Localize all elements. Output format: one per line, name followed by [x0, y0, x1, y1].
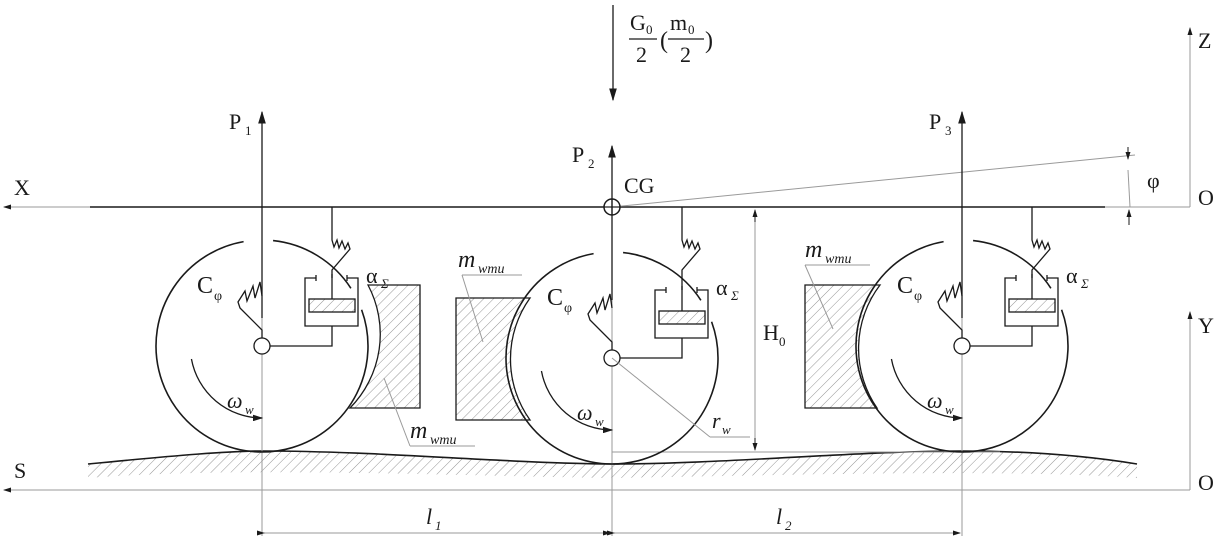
unsprung-mass-block-2	[455, 297, 532, 421]
paren-open: (	[660, 28, 668, 54]
suspension-spring-2	[681, 207, 701, 290]
force-sub-p1: 1	[245, 123, 252, 138]
load-m-denominator: 2	[680, 42, 691, 67]
wheel-3	[855, 240, 1069, 453]
wheel-rotation-arrow-2	[540, 370, 614, 434]
wheel-speed-sub-1: w	[245, 402, 254, 417]
wheel-speed-label-2: ω	[577, 400, 593, 425]
origin-bottom-label: O	[1198, 470, 1214, 495]
wheel-speed-sub-3: w	[945, 402, 954, 417]
force-label-p2: P	[572, 142, 584, 167]
damper-link-1	[270, 326, 333, 347]
load-g-symbol: G	[630, 10, 646, 35]
stiffness-sub-2: φ	[564, 301, 572, 316]
wheel-hub-3	[953, 337, 971, 355]
force-label-p3: P	[929, 109, 941, 134]
load-m-symbol: m	[670, 10, 687, 35]
l2-label: l	[776, 504, 782, 529]
mwmu-leader-2	[461, 274, 484, 343]
damping-sub-1: Σ	[380, 276, 389, 291]
wheel-1-top-arc	[272, 239, 352, 289]
pitch-dimension	[1127, 169, 1131, 208]
stiffness-sub-3: φ	[914, 289, 922, 304]
stiffness-sub-1: φ	[214, 289, 222, 304]
mwmu-sub-3: wmu	[825, 252, 851, 267]
wheel-2	[505, 252, 719, 465]
mwmu-label-2: m	[458, 247, 475, 273]
wheel-radius-sub: w	[722, 422, 731, 437]
wheel-speed-label-1: ω	[227, 388, 243, 413]
wheel-3-top-arc	[972, 239, 1052, 289]
wheel-2-top-arc	[622, 251, 702, 301]
force-label-p1: P	[229, 109, 241, 134]
force-sub-p2: 2	[588, 156, 595, 171]
mwmu-label-1: m	[410, 418, 427, 444]
unsprung-mass-block-1	[348, 284, 421, 409]
load-label: G 0 2 ( m 0 2 )	[629, 10, 713, 67]
suspension-spring-3	[1031, 207, 1051, 278]
wheel-hub-1	[253, 337, 271, 355]
stiffness-label-2: C	[547, 285, 563, 311]
damper-link-3	[970, 326, 1033, 347]
origin-top-label: O	[1198, 185, 1214, 210]
paren-close: )	[705, 28, 713, 54]
mwmu-leader-3	[804, 264, 834, 330]
damping-sub-2: Σ	[730, 288, 739, 303]
mwmu-sub-1: wmu	[430, 433, 456, 448]
h0-label: H	[763, 320, 779, 345]
torsion-spring-2	[587, 293, 613, 350]
wheel-speed-label-3: ω	[927, 388, 943, 413]
damping-sub-3: Σ	[1080, 276, 1089, 291]
suspension-spring-1	[331, 207, 351, 278]
load-m-sub: 0	[688, 22, 695, 37]
y-axis-label: Y	[1198, 313, 1214, 338]
force-sub-p3: 3	[945, 123, 952, 138]
stiffness-label-3: C	[897, 273, 913, 299]
pitch-angle-label: φ	[1147, 168, 1160, 193]
l2-sub: 2	[785, 518, 792, 533]
torsion-spring-3	[937, 281, 963, 338]
wheel-rotation-arrow-1	[190, 358, 264, 422]
mwmu-sub-2: wmu	[478, 262, 504, 277]
stiffness-label-1: C	[197, 273, 213, 299]
x-axis-label: X	[14, 175, 30, 200]
wheel-1	[155, 240, 369, 453]
cg-label: CG	[624, 173, 655, 198]
load-g-sub: 0	[646, 22, 653, 37]
l1-sub: 1	[435, 518, 442, 533]
s-axis-label: S	[14, 458, 26, 483]
damping-label-3: α	[1066, 263, 1078, 288]
l1-label: l	[426, 504, 432, 529]
wheel-radius-line	[611, 357, 711, 438]
damper-piston-2	[658, 310, 706, 325]
wheel-speed-sub-2: w	[595, 414, 604, 429]
pitch-reference-line	[611, 154, 1136, 208]
load-g-denominator: 2	[636, 42, 647, 67]
damping-label-1: α	[366, 263, 378, 288]
mwmu-leader-1	[383, 377, 411, 447]
unsprung-mass-block-3	[804, 284, 882, 409]
torsion-spring-1	[237, 281, 263, 338]
z-axis-label: Z	[1198, 28, 1211, 53]
damper-piston-1	[308, 298, 356, 313]
wheel-radius-label: r	[712, 408, 721, 433]
mwmu-label-3: m	[805, 237, 822, 263]
h0-sub: 0	[779, 334, 786, 349]
wheel-rotation-arrow-3	[890, 358, 964, 422]
damping-label-2: α	[716, 275, 728, 300]
damper-piston-3	[1008, 298, 1056, 313]
damper-link-2	[620, 338, 683, 359]
